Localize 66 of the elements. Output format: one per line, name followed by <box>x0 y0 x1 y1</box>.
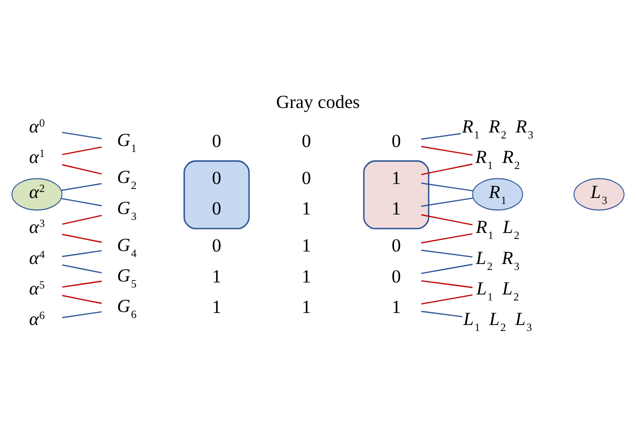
node-text: α$^{4}$ <box>29 248 45 269</box>
cluster <box>184 160 250 230</box>
node-text: G$_{6}$ <box>117 296 137 321</box>
node-text: α$^{6}$ <box>29 310 45 330</box>
connector <box>421 250 473 258</box>
label: 1 <box>212 298 222 318</box>
connector <box>421 294 473 305</box>
cluster <box>363 160 430 230</box>
label: 1 <box>302 200 312 220</box>
node-text: L$_{2}$ R$_{3}$ <box>476 248 520 273</box>
connector <box>62 264 102 274</box>
node-text: 1 <box>392 200 401 220</box>
node-text: L$_{1}$ L$_{2}$ <box>476 279 519 304</box>
connector <box>421 214 473 226</box>
node-text: α$^{1}$ <box>29 148 45 168</box>
connector <box>421 233 473 244</box>
node-text: α$^{0}$ <box>29 117 45 138</box>
node-text: 0 <box>212 200 222 220</box>
node-text: α$^{3}$ <box>29 218 45 238</box>
label: 0 <box>212 236 222 257</box>
node-text: α$^{5}$ <box>29 279 45 300</box>
label: 1 <box>302 298 312 318</box>
label: 0 <box>302 132 312 152</box>
node-text: G$_{3}$ <box>117 198 137 223</box>
node-text: 1 <box>392 169 401 190</box>
connector <box>421 310 462 318</box>
connector <box>61 183 102 191</box>
label: 0 <box>212 132 222 152</box>
label: 1 <box>302 267 312 288</box>
label: 1 <box>212 267 222 288</box>
node-text: R$_{1}$ R$_{2}$ R$_{3}$ <box>462 117 534 142</box>
node-text: 1 <box>392 298 401 318</box>
connector <box>62 250 102 258</box>
connector <box>62 280 102 288</box>
diagram-title: Gray codes <box>276 93 360 114</box>
connector <box>421 146 473 156</box>
node-text: R$_{1}$ L$_{2}$ <box>476 218 520 242</box>
node-text: 0 <box>392 267 401 288</box>
node-text: G$_{2}$ <box>117 168 137 192</box>
connector <box>421 280 473 288</box>
connector <box>62 132 102 140</box>
node-text: L$_{1}$ L$_{2}$ L$_{3}$ <box>463 310 532 334</box>
label: 0 <box>302 169 312 190</box>
connector <box>421 197 474 207</box>
node-text: 0 <box>392 132 401 152</box>
node-ellipse: α$^{2}$ <box>12 178 62 210</box>
connector <box>62 214 102 225</box>
connector <box>421 182 474 192</box>
node-text: G$_{5}$ <box>117 266 137 290</box>
label: 1 <box>302 236 312 257</box>
node-ellipse: R$_{1}$ <box>472 178 524 210</box>
node-text: 0 <box>212 169 222 190</box>
connector <box>421 264 473 274</box>
node-text: G$_{1}$ <box>117 131 137 156</box>
node-text: 0 <box>392 236 401 257</box>
connector <box>62 164 102 174</box>
connector <box>421 133 461 140</box>
connector <box>61 198 102 206</box>
connector <box>62 234 102 243</box>
connector <box>421 164 473 176</box>
node-text: G$_{4}$ <box>117 236 137 260</box>
node-text: R$_{1}$ R$_{2}$ <box>475 148 520 172</box>
connector <box>62 146 102 156</box>
connector <box>62 311 102 318</box>
node-ellipse: L$_{3}$ <box>574 178 624 210</box>
connector <box>62 294 102 304</box>
